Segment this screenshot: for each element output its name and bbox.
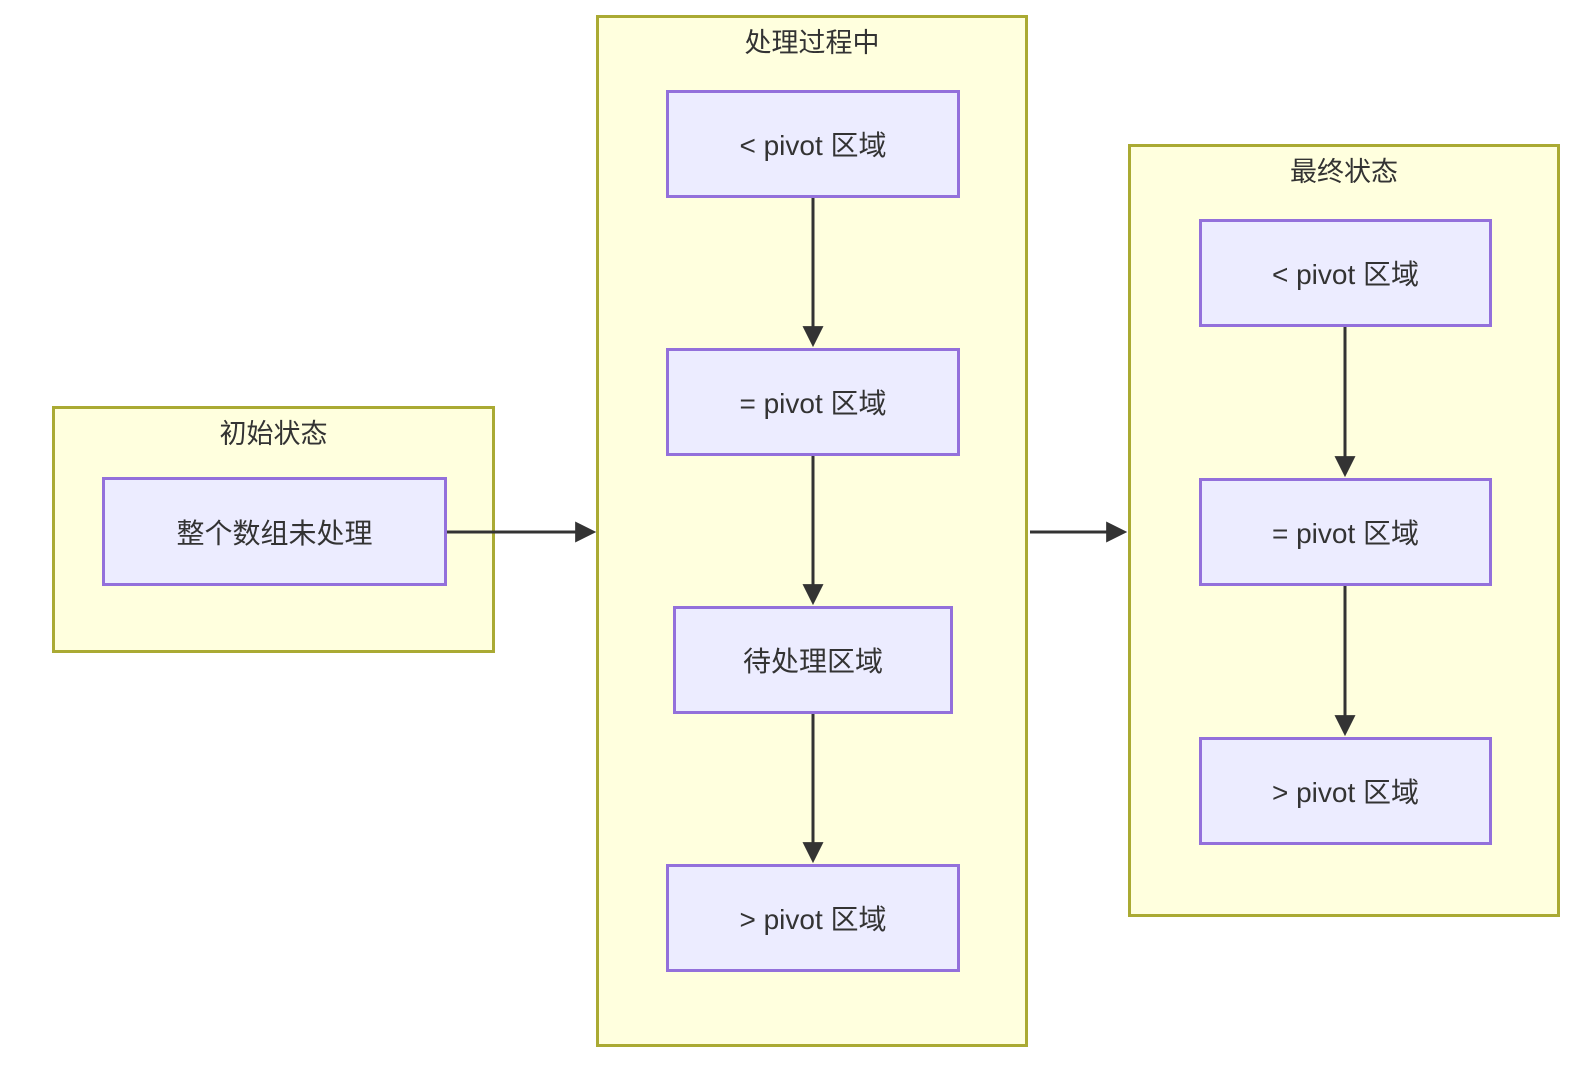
node-gt-pivot-processing: > pivot 区域 <box>666 864 960 972</box>
node-unprocessed-array: 整个数组未处理 <box>102 477 447 586</box>
node-pending-region: 待处理区域 <box>673 606 953 714</box>
node-eq-pivot-processing: = pivot 区域 <box>666 348 960 456</box>
cluster-initial-title: 初始状态 <box>219 419 328 449</box>
cluster-final-state: 最终状态 < pivot 区域 = pivot 区域 > pivot 区域 <box>1128 144 1560 917</box>
node-gt-pivot-final: > pivot 区域 <box>1199 737 1492 845</box>
node-lt-pivot-processing: < pivot 区域 <box>666 90 960 198</box>
cluster-processing: 处理过程中 < pivot 区域 = pivot 区域 待处理区域 > pivo… <box>596 15 1028 1047</box>
cluster-processing-title: 处理过程中 <box>744 28 880 58</box>
cluster-final-title: 最终状态 <box>1290 157 1398 187</box>
cluster-initial-state: 初始状态 整个数组未处理 <box>52 406 495 653</box>
node-lt-pivot-final: < pivot 区域 <box>1199 219 1492 327</box>
node-eq-pivot-final: = pivot 区域 <box>1199 478 1492 586</box>
